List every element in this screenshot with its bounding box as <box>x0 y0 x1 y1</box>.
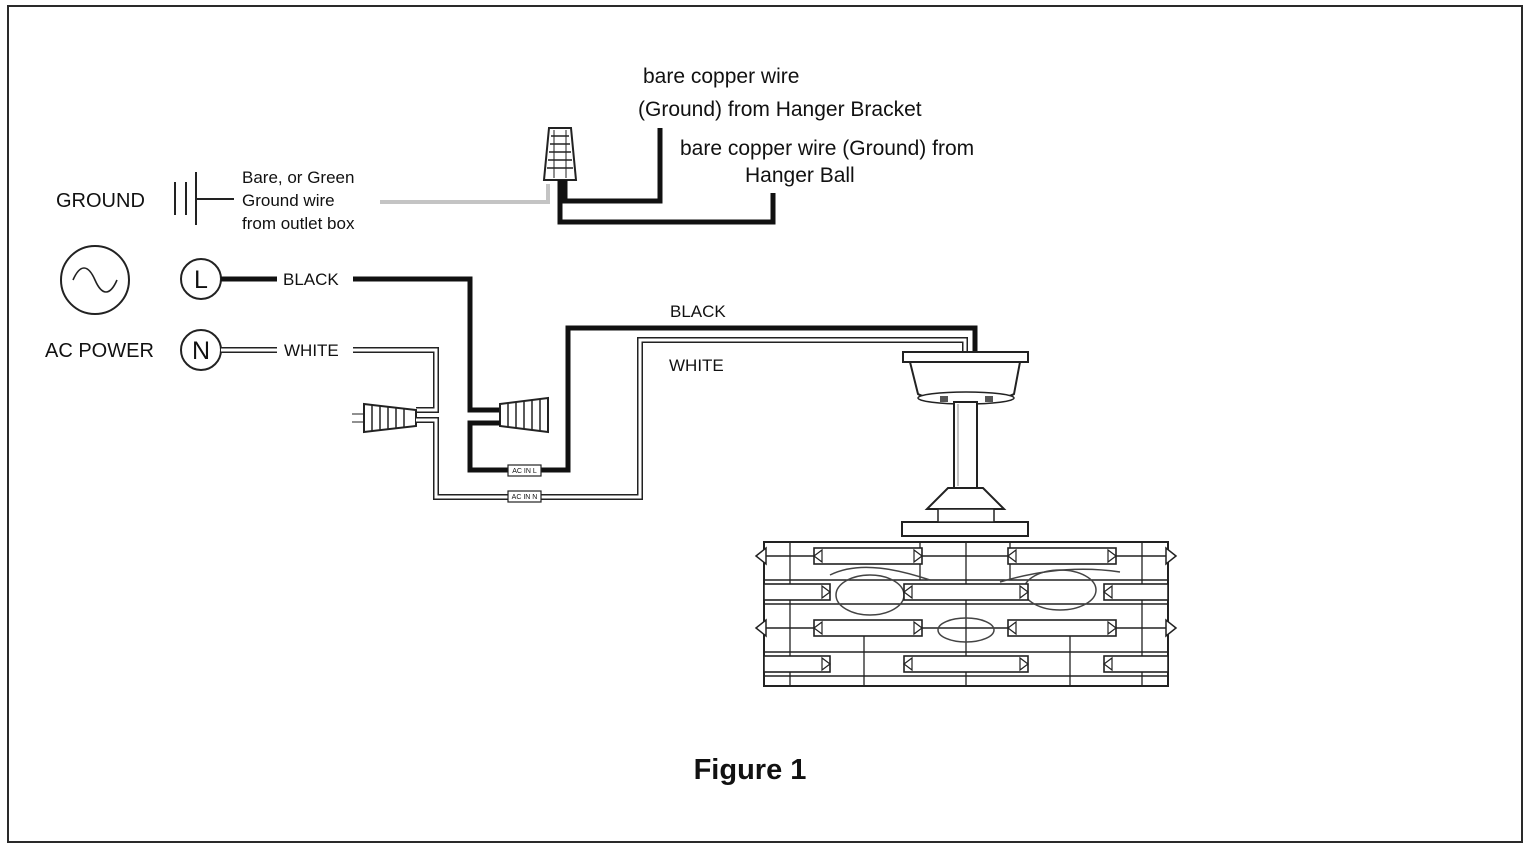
ac-power-label: AC POWER <box>45 340 154 362</box>
ground-symbol <box>174 172 234 225</box>
supply-black-label: BLACK <box>283 270 339 289</box>
fan-black-label: BLACK <box>670 302 726 321</box>
connector-ac-in-n-label: AC IN N <box>512 494 538 501</box>
supply-white-wire <box>221 347 439 413</box>
ceiling-fan-illustration <box>754 351 1178 687</box>
connector-ac-in-n: AC IN N <box>507 490 542 503</box>
connector-ac-in-l: AC IN L <box>507 464 542 477</box>
fan-white-lead <box>416 417 508 500</box>
ground-label: GROUND <box>56 190 145 212</box>
ball-note-line2: Hanger Ball <box>745 164 855 187</box>
ground-wire-note-line3: from outlet box <box>242 214 355 233</box>
live-terminal-label: L <box>194 266 208 294</box>
ground-wire-note-line2: Ground wire <box>242 191 335 210</box>
fan-black-wire <box>541 325 978 473</box>
ball-note-line1: bare copper wire (Ground) from <box>680 137 974 160</box>
figure-frame <box>7 5 1523 843</box>
bracket-note-line1: bare copper wire <box>643 65 799 88</box>
neutral-terminal: N <box>180 329 222 371</box>
white-wire-nut <box>352 402 417 434</box>
ground-wire-nut <box>542 127 578 181</box>
fan-black-lead <box>467 420 510 473</box>
bracket-ground-wire <box>562 128 663 204</box>
figure-caption: Figure 1 <box>694 754 807 786</box>
outlet-ground-wire <box>380 184 550 204</box>
ball-ground-wire <box>557 180 776 225</box>
fan-white-label: WHITE <box>669 356 724 375</box>
supply-black-wire-b <box>353 276 500 413</box>
ground-wire-note-line1: Bare, or Green <box>242 168 354 187</box>
supply-white-label: WHITE <box>284 341 339 360</box>
bracket-note-line2: (Ground) from Hanger Bracket <box>638 98 922 121</box>
fan-white-wire <box>541 337 968 500</box>
ac-source-icon <box>60 245 130 315</box>
connector-ac-in-l-label: AC IN L <box>512 468 537 475</box>
live-terminal: L <box>180 258 222 300</box>
black-wire-nut <box>499 396 549 434</box>
neutral-terminal-label: N <box>192 337 210 365</box>
